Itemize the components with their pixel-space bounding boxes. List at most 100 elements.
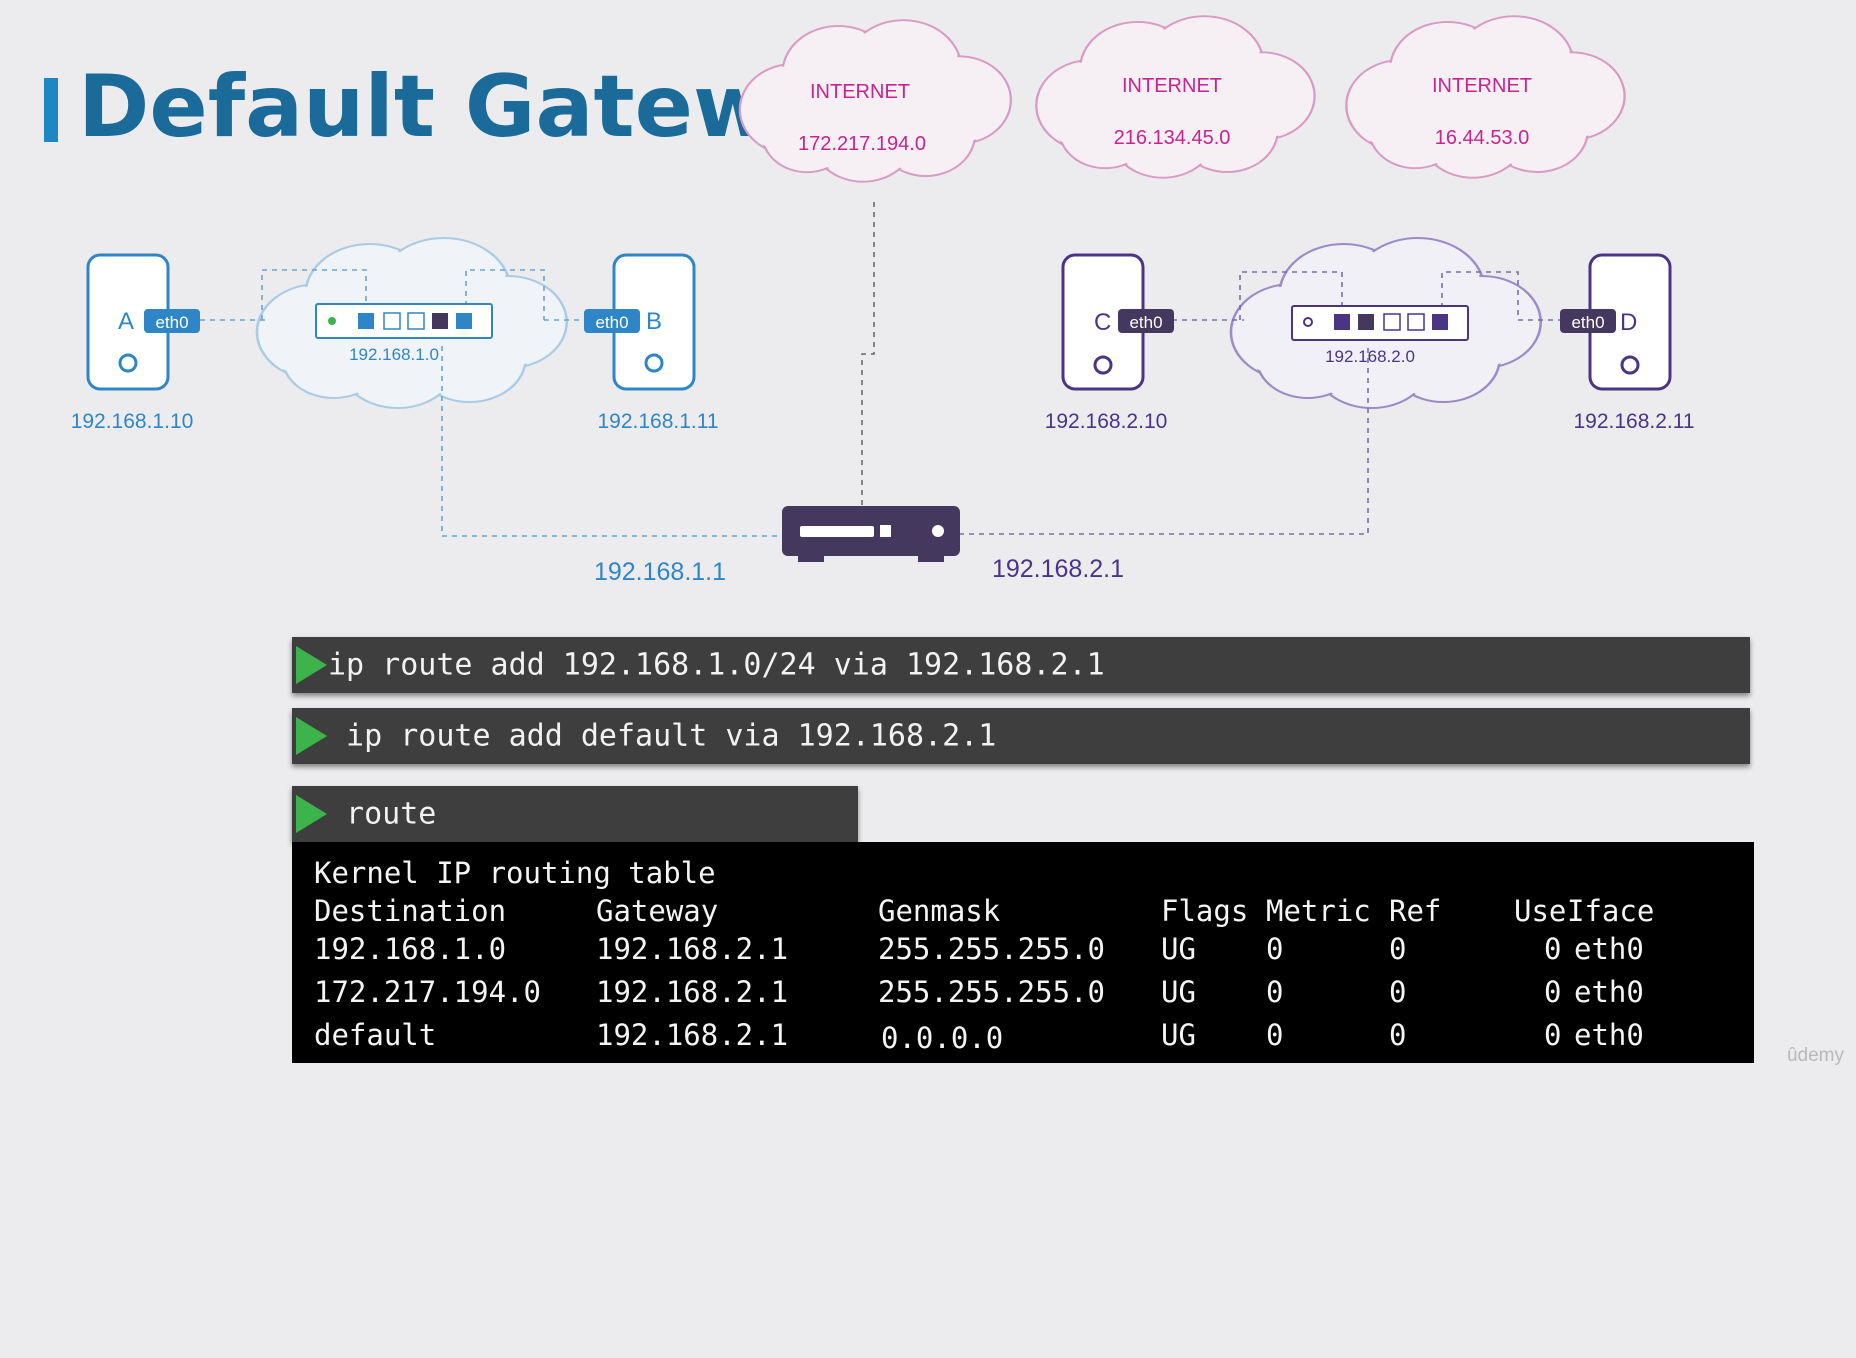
cell-metric: 0: [1266, 975, 1284, 1009]
host-c-eth0-label: eth0: [1129, 313, 1162, 332]
host-b: eth0 B 192.168.1.11: [584, 253, 719, 433]
header-gateway: Gateway: [596, 894, 719, 928]
header-metric: Metric: [1266, 894, 1371, 928]
cell-flags: UG: [1161, 1018, 1196, 1052]
network-links: [200, 202, 1562, 537]
command-text-1: ip route add 192.168.1.0/24 via 192.168.…: [328, 647, 1105, 683]
command-bar-1: ip route add 192.168.1.0/24 via 192.168.…: [292, 637, 1750, 693]
switch-2-port-icon: [1407, 313, 1425, 331]
internet-cloud-3-label: INTERNET: [1432, 75, 1532, 97]
cell-destination: default: [314, 1018, 437, 1052]
header-destination: Destination: [314, 894, 507, 928]
host-b-eth0-badge: [584, 309, 640, 333]
switch-2-port-icon: [1334, 314, 1350, 330]
router-right-ip: 192.168.2.1: [992, 555, 1124, 583]
prompt-arrow-icon: [296, 717, 327, 755]
internet-cloud-1: INTERNET 172.217.194.0: [738, 19, 1013, 183]
header-ref: Ref: [1389, 894, 1442, 928]
switch-1: 192.168.1.0: [315, 303, 493, 364]
cell-gateway: 192.168.2.1: [596, 975, 789, 1009]
cell-genmask: 255.255.255.0: [878, 932, 1105, 966]
table-row: 172.217.194.0 192.168.2.1 255.255.255.0 …: [314, 975, 1744, 1013]
host-c: C eth0 192.168.2.10: [1045, 253, 1174, 433]
table-row: default 192.168.2.1 0.0.0.0 UG 0 0 0 eth…: [314, 1018, 1744, 1056]
cell-ref: 0: [1389, 975, 1407, 1009]
cell-use: 0: [1544, 975, 1562, 1009]
switch-1-port-icon: [383, 312, 401, 330]
udemy-watermark: ûdemy: [1786, 1045, 1844, 1066]
cell-genmask: 0.0.0.0: [881, 1021, 1004, 1055]
switch-2-port-icon: [1358, 314, 1374, 330]
internet-cloud-2-network: 216.134.45.0: [1114, 127, 1231, 149]
host-b-eth0-label: eth0: [595, 313, 628, 332]
host-c-ip: 192.168.2.10: [1045, 410, 1168, 433]
router-led-icon: [932, 525, 944, 537]
host-b-power-icon: [644, 353, 664, 373]
cell-iface: eth0: [1574, 975, 1644, 1009]
cell-metric: 0: [1266, 1018, 1284, 1052]
cell-use: 0: [1544, 932, 1562, 966]
switch-2: 192.168.2.0: [1291, 305, 1469, 366]
switch-2-network: 192.168.2.0: [1325, 347, 1415, 366]
cell-ref: 0: [1389, 1018, 1407, 1052]
host-d-label: D: [1620, 309, 1637, 336]
route-output-terminal: Kernel IP routing table Destination Gate…: [292, 842, 1754, 1063]
switch-2-port-icon: [1383, 313, 1401, 331]
header-genmask: Genmask: [878, 894, 1001, 928]
cell-use: 0: [1544, 1018, 1562, 1052]
switch-1-port-icon: [432, 313, 448, 329]
command-bar-2: ip route add default via 192.168.2.1: [292, 708, 1750, 764]
network-diagram: Default Gateway INTERNET 172.217.194.0 I…: [44, 15, 1695, 586]
host-a-eth0-label: eth0: [155, 313, 188, 332]
switch-2-port-icon: [1432, 314, 1448, 330]
internet-cloud-3: INTERNET 16.44.53.0: [1345, 15, 1626, 179]
internet-cloud-3-network: 16.44.53.0: [1435, 127, 1530, 149]
internet-cloud-2: INTERNET 216.134.45.0: [1035, 15, 1316, 179]
internet-cloud-1-label: INTERNET: [810, 81, 910, 103]
host-d: eth0 D 192.168.2.11: [1560, 253, 1695, 433]
switch-1-port-icon: [358, 313, 374, 329]
cell-destination: 172.217.194.0: [314, 975, 541, 1009]
switch-1-led-icon: [328, 317, 336, 325]
cell-genmask: 255.255.255.0: [878, 975, 1105, 1009]
cell-metric: 0: [1266, 932, 1284, 966]
command-text-3: route: [328, 796, 437, 832]
host-b-ip: 192.168.1.11: [597, 410, 718, 433]
host-d-eth0-badge: [1560, 309, 1616, 333]
cell-destination: 192.168.1.0: [314, 932, 507, 966]
cell-iface: eth0: [1574, 1018, 1644, 1052]
switch-1-network: 192.168.1.0: [349, 345, 439, 364]
route-table-title: Kernel IP routing table: [314, 856, 716, 890]
prompt-arrow-icon: [296, 795, 327, 833]
header-flags: Flags: [1161, 894, 1249, 928]
host-a-label: A: [118, 308, 134, 335]
prompt-arrow-icon: [296, 646, 327, 684]
switch-2-led-icon: [1303, 317, 1313, 327]
cell-iface: eth0: [1574, 932, 1644, 966]
internet-cloud-2-label: INTERNET: [1122, 75, 1222, 97]
host-a-eth0-badge: [144, 309, 200, 333]
host-c-power-icon: [1093, 355, 1113, 375]
router-slot-icon: [800, 526, 874, 537]
router-left-ip: 192.168.1.1: [594, 558, 726, 586]
host-b-label: B: [646, 308, 662, 335]
host-a-power-icon: [118, 353, 138, 373]
table-row: 192.168.1.0 192.168.2.1 255.255.255.0 UG…: [314, 932, 1744, 970]
route-table-header: Destination Gateway Genmask Flags Metric…: [314, 894, 1744, 932]
router-port-icon: [880, 525, 891, 537]
host-d-ip: 192.168.2.11: [1573, 410, 1694, 433]
cell-gateway: 192.168.2.1: [596, 932, 789, 966]
title-accent-bar: [44, 78, 58, 142]
host-a: A eth0 192.168.1.10: [71, 253, 200, 433]
header-iface: Iface: [1567, 894, 1655, 928]
cell-flags: UG: [1161, 975, 1196, 1009]
command-text-2: ip route add default via 192.168.2.1: [328, 718, 997, 754]
switch-1-port-icon: [456, 313, 472, 329]
command-bar-3: route: [292, 786, 858, 842]
host-c-label: C: [1094, 309, 1111, 336]
switch-1-port-icon: [407, 312, 425, 330]
internet-cloud-1-network: 172.217.194.0: [798, 133, 926, 155]
host-c-eth0-badge: [1118, 309, 1174, 333]
cell-ref: 0: [1389, 932, 1407, 966]
router: 192.168.1.1 192.168.2.1: [594, 506, 1124, 586]
